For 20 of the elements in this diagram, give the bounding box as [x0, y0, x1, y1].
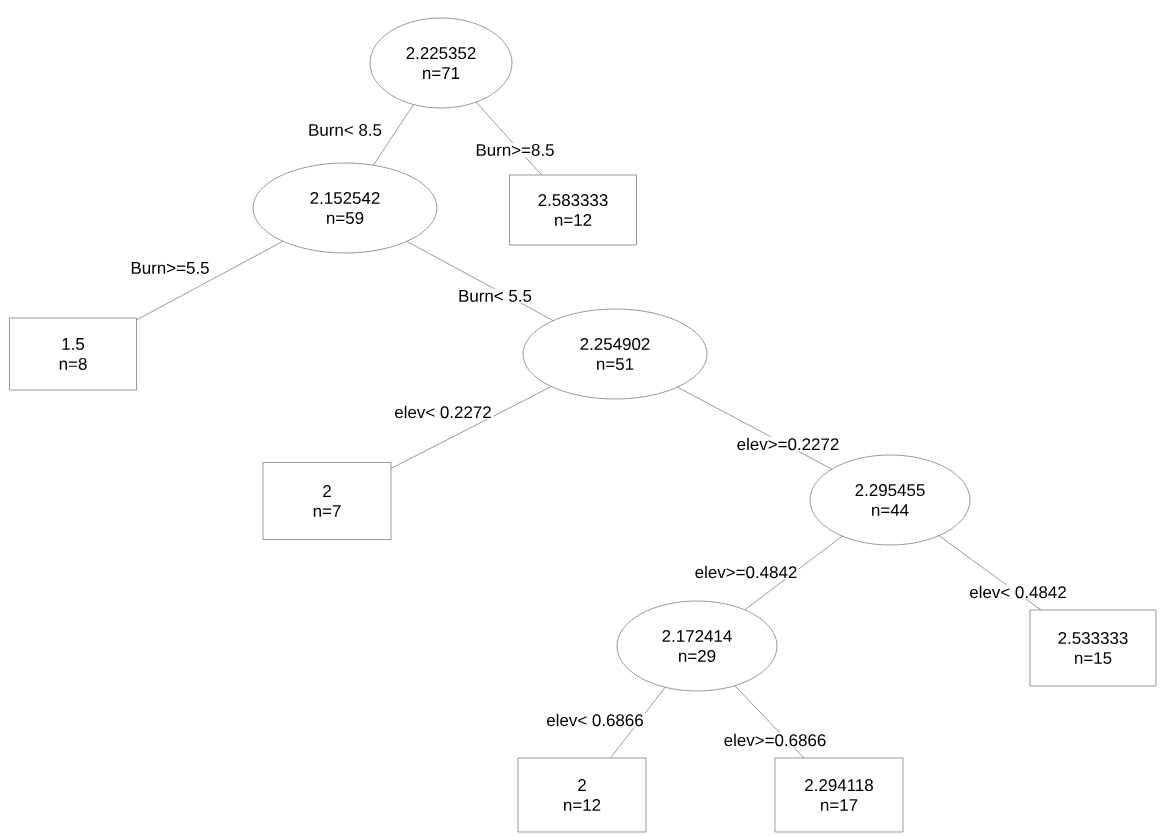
edge-label: elev< 0.4842	[968, 584, 1068, 600]
edge-label: elev>=0.4842	[693, 564, 799, 580]
leaf-box: 2.583333 n=12	[509, 174, 637, 246]
connector-line	[136, 241, 284, 320]
connector-line	[744, 536, 843, 610]
edge-label: elev>=0.2272	[735, 436, 841, 452]
connector-line	[373, 104, 414, 166]
edge-label: Burn< 8.5	[307, 123, 383, 137]
leaf-box: 1.5 n=8	[9, 317, 137, 391]
edge-label: elev< 0.6866	[545, 712, 645, 728]
edge-label: Burn>=5.5	[129, 261, 211, 275]
edge-label: Burn>=8.5	[474, 143, 556, 157]
leaf-box: 2 n=7	[262, 462, 392, 540]
connector-line	[391, 386, 552, 469]
leaf-box: 2 n=12	[517, 757, 647, 833]
edge-label: elev< 0.2272	[393, 404, 493, 420]
leaf-box: 2.533333 n=15	[1029, 609, 1157, 687]
leaf-box: 2.294118 n=17	[774, 757, 904, 833]
edge-label: elev>=0.6866	[722, 732, 828, 748]
edge-label: Burn< 5.5	[457, 289, 533, 303]
